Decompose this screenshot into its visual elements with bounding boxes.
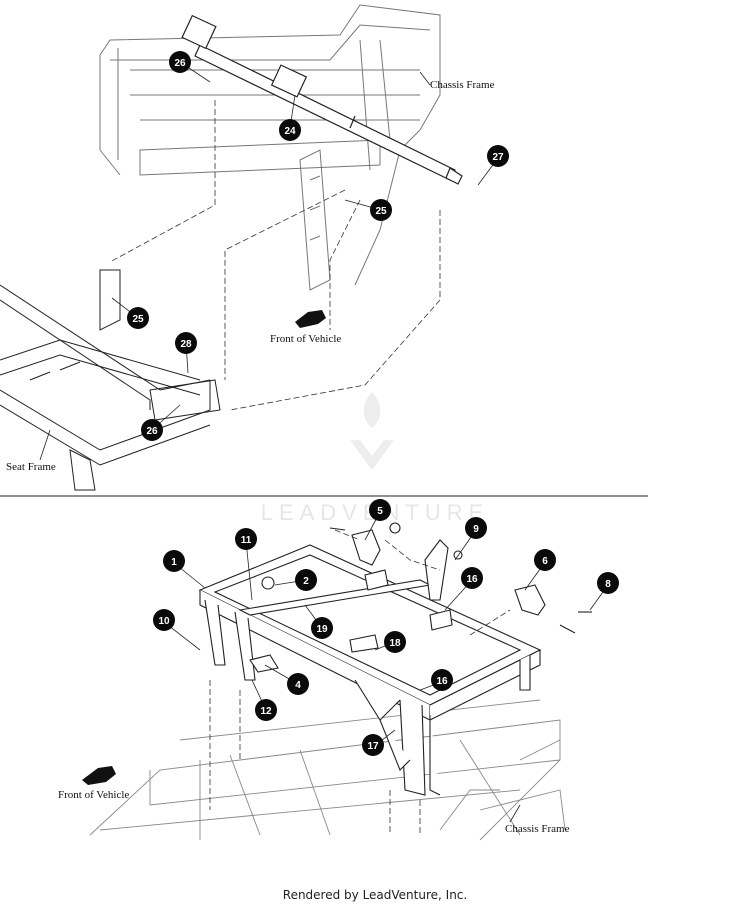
top-assembly [99,4,441,291]
svg-text:24: 24 [284,126,296,137]
svg-text:11: 11 [241,535,252,546]
callout-1: 1 [163,550,185,572]
svg-text:16: 16 [436,676,448,687]
callout-25-left: 25 [127,307,149,329]
footer-credit: Rendered by LeadVenture, Inc. [282,888,468,902]
callout-11: 11 [235,528,257,550]
leader-line [509,804,521,823]
callout-26-bottom: 26 [141,419,163,441]
svg-text:5: 5 [377,506,383,517]
seat-frame-label: Seat Frame [6,461,56,473]
callout-bubbles: 26 24 27 25 25 28 26 5 9 1 11 2 16 6 8 1… [127,51,619,756]
callout-4: 4 [287,673,309,695]
svg-text:27: 27 [492,152,504,163]
callout-28: 28 [175,332,197,354]
callout-12: 12 [255,699,277,721]
seat-frame-bottom [198,539,542,796]
callout-9: 9 [465,517,487,539]
svg-text:28: 28 [180,339,192,350]
callout-10: 10 [153,609,175,631]
alignment-lines-bottom [209,529,511,835]
svg-text:26: 26 [174,58,186,69]
chassis-frame-label-top: Chassis Frame [430,79,495,91]
callout-18: 18 [384,631,406,653]
svg-text:25: 25 [132,314,144,325]
callout-16-top: 16 [461,567,483,589]
svg-text:16: 16 [466,574,478,585]
front-of-vehicle-label-bottom: Front of Vehicle [58,789,129,801]
callout-17: 17 [362,734,384,756]
svg-text:6: 6 [542,556,548,567]
svg-text:19: 19 [316,624,328,635]
svg-text:8: 8 [605,579,611,590]
svg-text:4: 4 [295,680,301,691]
callout-19: 19 [311,617,333,639]
svg-text:18: 18 [389,638,401,649]
leader-line [39,429,51,461]
chassis-frame-label-bottom: Chassis Frame [505,823,570,835]
front-arrow-bottom [82,766,116,785]
callout-2: 2 [295,569,317,591]
alignment-lines-top [109,100,441,411]
callout-25-right: 25 [370,199,392,221]
chassis-frame-bottom [89,699,566,841]
svg-text:2: 2 [303,576,309,587]
svg-text:26: 26 [146,426,158,437]
svg-text:1: 1 [171,557,177,568]
svg-text:10: 10 [158,616,170,627]
svg-text:12: 12 [260,706,272,717]
leader-line [419,71,431,86]
callout-24: 24 [279,119,301,141]
torsion-bar [181,14,463,185]
svg-text:9: 9 [473,524,479,535]
callout-16-bottom: 16 [431,669,453,691]
seat-frame-top [0,269,221,491]
callout-26-top: 26 [169,51,191,73]
callout-27: 27 [487,145,509,167]
svg-text:17: 17 [367,741,379,752]
callout-8: 8 [597,572,619,594]
callout-6: 6 [534,549,556,571]
front-of-vehicle-label-top: Front of Vehicle [270,333,341,345]
svg-text:25: 25 [375,206,387,217]
plug-parts [329,522,592,634]
front-arrow-top [295,310,326,328]
callout-5: 5 [369,499,391,521]
